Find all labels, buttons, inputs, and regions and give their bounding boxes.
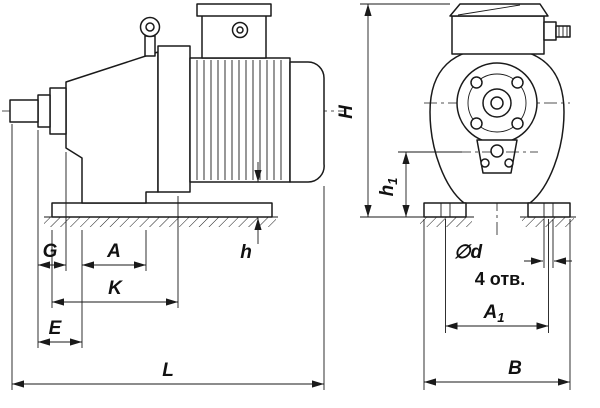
front-terminal-box (451, 15, 545, 55)
seal-housing (49, 87, 67, 135)
dim-label-H: H (336, 104, 357, 119)
terminal-box-lid (196, 3, 272, 17)
dim-h1: h1 (377, 152, 410, 217)
cover-bolt (480, 158, 490, 168)
dim-label-K: K (108, 278, 123, 299)
ground-hatch-right (522, 217, 574, 227)
dim-label-h1: h1 (377, 178, 400, 197)
dim-label-A: A (106, 241, 121, 262)
cover-bolt (504, 158, 514, 168)
dim-E: E (38, 318, 82, 346)
shaft-center (490, 96, 504, 110)
extension-lines (360, 3, 571, 390)
gland-thread-lines (558, 26, 568, 37)
output-center-hole (490, 144, 504, 158)
shaft-collar (37, 94, 51, 128)
ground-hatch-left (420, 217, 472, 227)
motor-flange (157, 45, 191, 193)
motor-rear-cap (289, 61, 325, 183)
terminal-box (201, 13, 267, 59)
dim-label-G: G (43, 241, 58, 262)
dim-label-L: L (162, 360, 174, 381)
base-plate (51, 202, 273, 218)
dim-L: L (12, 360, 324, 388)
eyebolt-stem (144, 35, 156, 57)
lid-edge-line (457, 4, 521, 16)
mounting-foot-right (527, 202, 571, 218)
dim-label-h: h (240, 242, 252, 263)
motor-body (189, 57, 291, 183)
extension-lines (11, 124, 325, 390)
dim-A: A (82, 241, 146, 269)
bolt-circle (467, 73, 527, 133)
bolt-hole (470, 76, 483, 89)
motor-fins (196, 60, 282, 180)
bolt-hole (511, 117, 524, 130)
ground-hatch (44, 217, 276, 227)
bolt-hole (470, 117, 483, 130)
dim-B: B (424, 358, 570, 386)
dim-label-B: B (508, 358, 522, 379)
front-view: H h1 ∅d 4 отв. A1 B (336, 3, 576, 390)
gearbox-housing (65, 51, 159, 204)
dim-d: ∅d 4 отв. (454, 242, 572, 289)
dim-label-E: E (49, 318, 63, 339)
front-terminal-lid (449, 3, 549, 17)
dim-A1: A1 (445, 302, 549, 330)
dim-h: h (240, 162, 262, 263)
dim-K: K (52, 278, 178, 306)
dim-H: H (336, 4, 372, 217)
dim-label-d: ∅d (454, 242, 483, 263)
dim-label-A1: A1 (483, 302, 505, 325)
side-view: G A K E L h (2, 3, 344, 390)
mounting-foot-left (423, 202, 467, 218)
cable-gland (543, 21, 557, 41)
input-shaft (9, 99, 39, 123)
terminal-screw-center (236, 26, 244, 34)
foot-slot-lines (440, 203, 554, 217)
bolt-hole (511, 76, 524, 89)
holes-count-note: 4 отв. (475, 269, 525, 289)
eyebolt-hole (145, 22, 155, 32)
dim-G: G (38, 241, 66, 269)
